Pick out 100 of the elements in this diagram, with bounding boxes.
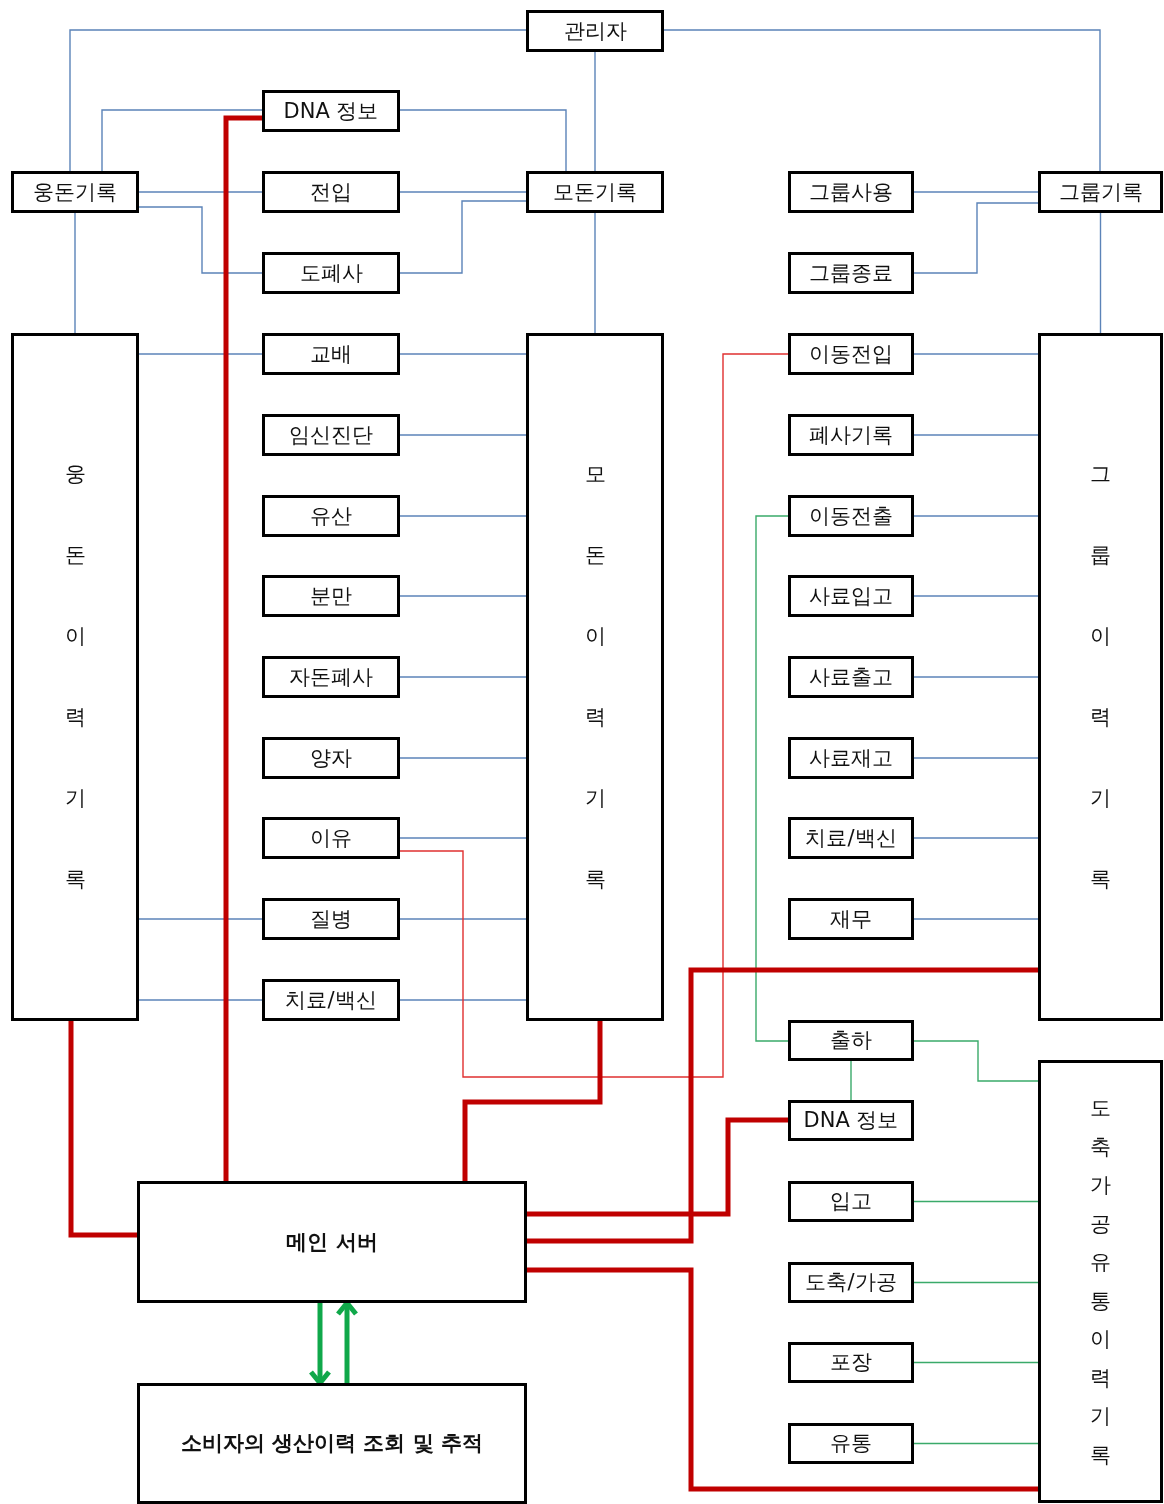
connector-line: [663, 29, 1101, 172]
node-label: 입고: [830, 1191, 872, 1212]
connector-line: [913, 202, 1039, 274]
connector-line: [1099, 212, 1102, 334]
record-box: [788, 414, 914, 456]
record-box: [262, 252, 400, 294]
node-label: 그룹기록: [1058, 181, 1143, 203]
connector-line: [399, 434, 527, 436]
connector-line: [399, 918, 527, 920]
record-box: [788, 737, 914, 779]
node-label: 폐사기록: [809, 424, 893, 446]
connector-line: [399, 353, 789, 1078]
connector-line: [913, 1442, 1039, 1445]
node-label: 유산: [310, 505, 352, 527]
connector-line: [68, 1021, 137, 1238]
record-panel: [1038, 1060, 1163, 1503]
record-box: [262, 90, 400, 132]
node-label: 도축가공유통이력기록: [1090, 1095, 1111, 1469]
connector-line: [913, 676, 1039, 678]
connector-line: [913, 1281, 1039, 1284]
connector-line: [74, 212, 76, 334]
node-label: 출하: [830, 1030, 872, 1051]
node-label: 사료재고: [809, 747, 893, 769]
node-label: 웅돈이력기록: [64, 461, 86, 893]
record-box: [788, 1423, 914, 1464]
connector-line: [913, 595, 1039, 597]
node-label: 관리자: [563, 20, 627, 42]
record-box: [11, 171, 139, 213]
connector-line: [138, 206, 263, 274]
node-label: 모돈이력기록: [584, 461, 606, 893]
node-label: 전입: [310, 181, 352, 203]
connector-line: [913, 515, 1039, 517]
record-box: [262, 898, 400, 940]
record-box: [788, 656, 914, 698]
record-box: [788, 817, 914, 859]
record-box: [262, 575, 400, 617]
connector-line: [913, 353, 1039, 355]
node-label: 모돈기록: [553, 181, 637, 203]
connector-line: [913, 1040, 1039, 1082]
node-label: 도축/가공: [805, 1272, 897, 1293]
node-label: 포장: [830, 1352, 872, 1373]
connector-line: [69, 29, 527, 172]
consumer-box: [137, 1383, 527, 1504]
node-label: 분만: [310, 585, 352, 607]
record-box: [526, 171, 664, 213]
connector-line: [594, 212, 596, 334]
connector-line: [399, 676, 527, 678]
connector-line: [399, 191, 527, 193]
connector-line: [913, 1200, 1039, 1203]
record-box: [788, 252, 914, 294]
node-label: 소비자의 생산이력 조회 및 추적: [180, 1433, 484, 1454]
record-box: [262, 495, 400, 537]
node-label: 사료입고: [809, 585, 893, 607]
node-label: DNA 정보: [803, 1110, 899, 1131]
node-label: 양자: [310, 747, 352, 769]
record-box: [788, 1181, 914, 1222]
node-label: 자돈폐사: [289, 666, 373, 688]
connector-line: [399, 353, 527, 355]
connector-line: [913, 191, 1039, 193]
node-label: 이동전입: [809, 343, 893, 365]
node-label: 치료/백신: [285, 989, 377, 1011]
connector-line: [913, 1361, 1039, 1364]
node-label: 이유: [310, 827, 352, 849]
connector-line: [138, 353, 263, 355]
connector-line: [399, 515, 527, 517]
record-panel: [1038, 333, 1163, 1021]
node-label: 유통: [830, 1433, 872, 1454]
connector-line: [399, 837, 527, 839]
node-label: 재무: [830, 908, 872, 930]
node-label: 임신진단: [289, 424, 373, 446]
node-label: 교배: [310, 343, 352, 365]
connector-line: [913, 434, 1039, 436]
connector-line: [913, 757, 1039, 759]
server-box: [137, 1181, 527, 1303]
connector-line: [101, 109, 263, 172]
record-box: [788, 1262, 914, 1303]
record-panel: [526, 333, 664, 1021]
connector-line: [850, 1060, 852, 1101]
record-box: [788, 171, 914, 213]
connector-line: [594, 51, 596, 172]
connector-line: [755, 515, 789, 1042]
node-label: 메인 서버: [286, 1231, 378, 1253]
node-label: 그룹사용: [809, 181, 893, 203]
connector-line: [527, 967, 1038, 1244]
connector-line: [527, 1117, 788, 1217]
connector-line: [462, 1021, 603, 1181]
record-box: [788, 333, 914, 375]
record-box: [262, 979, 400, 1021]
record-box: [526, 10, 664, 52]
connector-line: [399, 200, 527, 274]
connector-line: [138, 191, 263, 193]
record-box: [788, 1100, 914, 1141]
record-box: [788, 495, 914, 537]
connector-line: [138, 999, 263, 1001]
record-box: [788, 575, 914, 617]
node-label: 그룹종료: [809, 262, 893, 284]
connector-line: [399, 595, 527, 597]
connector-line: [223, 115, 262, 1181]
connector-line: [138, 918, 263, 920]
record-box: [262, 656, 400, 698]
